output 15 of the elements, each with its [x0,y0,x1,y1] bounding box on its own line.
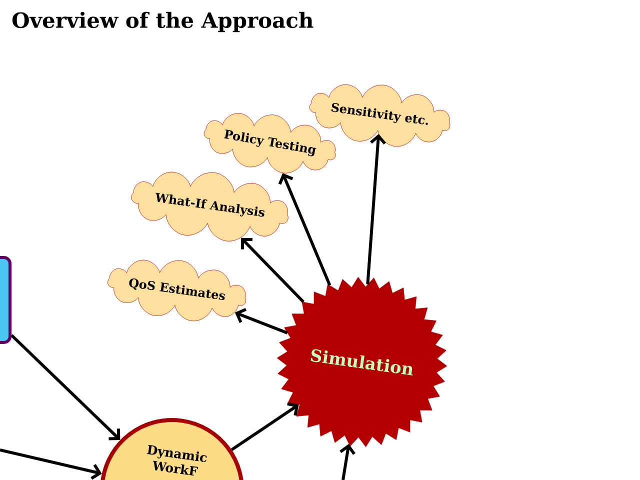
arrow [278,173,332,286]
cloud-bubble: QoS Estimates [108,260,246,322]
arrow [340,444,356,480]
arrow [240,238,305,303]
cloud-bubble: What-If Analysis [131,172,288,242]
arrow [366,134,386,284]
arrow [10,334,120,440]
device-box [0,256,12,344]
cloud-bubble: Policy Testing [204,113,336,174]
arrow [230,402,299,452]
arrow [0,448,102,480]
cloud-bubble: Sensitivity etc. [309,84,450,147]
title: Overview of the Approach [12,12,314,32]
starburst: Simulation [276,276,448,448]
arrow [234,308,288,334]
